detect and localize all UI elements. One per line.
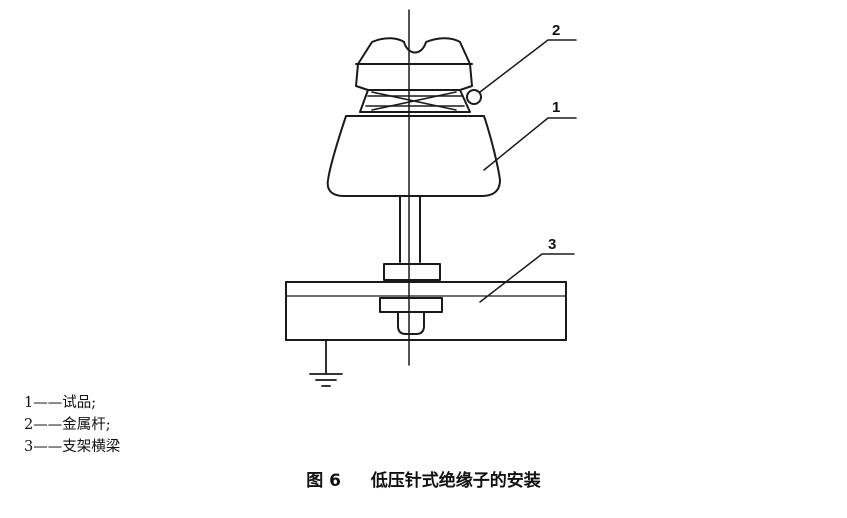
callout-label-2: 2: [552, 22, 560, 39]
legend: 1——试品; 2——金属杆; 3——支架横梁: [24, 392, 120, 458]
legend-item-1: 1——试品;: [24, 392, 120, 414]
metal-rod-cross-section: [466, 89, 482, 105]
insulator-body: [326, 115, 501, 197]
legend-number: 2: [24, 417, 34, 433]
insulator-pin: [399, 195, 421, 263]
legend-dash: ——: [33, 417, 63, 433]
lower-nut: [379, 297, 443, 313]
insulator-neck: [359, 89, 471, 113]
legend-number: 3: [24, 439, 34, 455]
figure-number: 图 6: [306, 471, 341, 491]
figure-caption: 图 6 低压针式绝缘子的安装: [0, 466, 847, 491]
leader-line-3: [479, 253, 575, 303]
ground-icon: [309, 339, 343, 387]
callout-label-3: 3: [548, 236, 556, 253]
binding-wire: [365, 91, 465, 111]
legend-dash: ——: [33, 439, 63, 455]
legend-number: 1: [24, 395, 34, 411]
legend-item-2: 2——金属杆;: [24, 414, 120, 436]
legend-item-3: 3——支架横梁: [24, 436, 120, 458]
legend-text: 试品;: [62, 395, 97, 411]
figure-title: 低压针式绝缘子的安装: [370, 471, 541, 491]
leader-line-2: [479, 39, 577, 93]
upper-nut: [383, 263, 441, 281]
crossarm-beam: [285, 281, 567, 341]
leader-line-1: [483, 117, 577, 171]
insulator-head: [355, 37, 473, 91]
callout-label-1: 1: [552, 99, 560, 116]
legend-text: 金属杆;: [62, 417, 111, 433]
legend-text: 支架横梁: [62, 439, 121, 455]
pin-lower-end: [397, 311, 425, 335]
legend-dash: ——: [33, 395, 63, 411]
